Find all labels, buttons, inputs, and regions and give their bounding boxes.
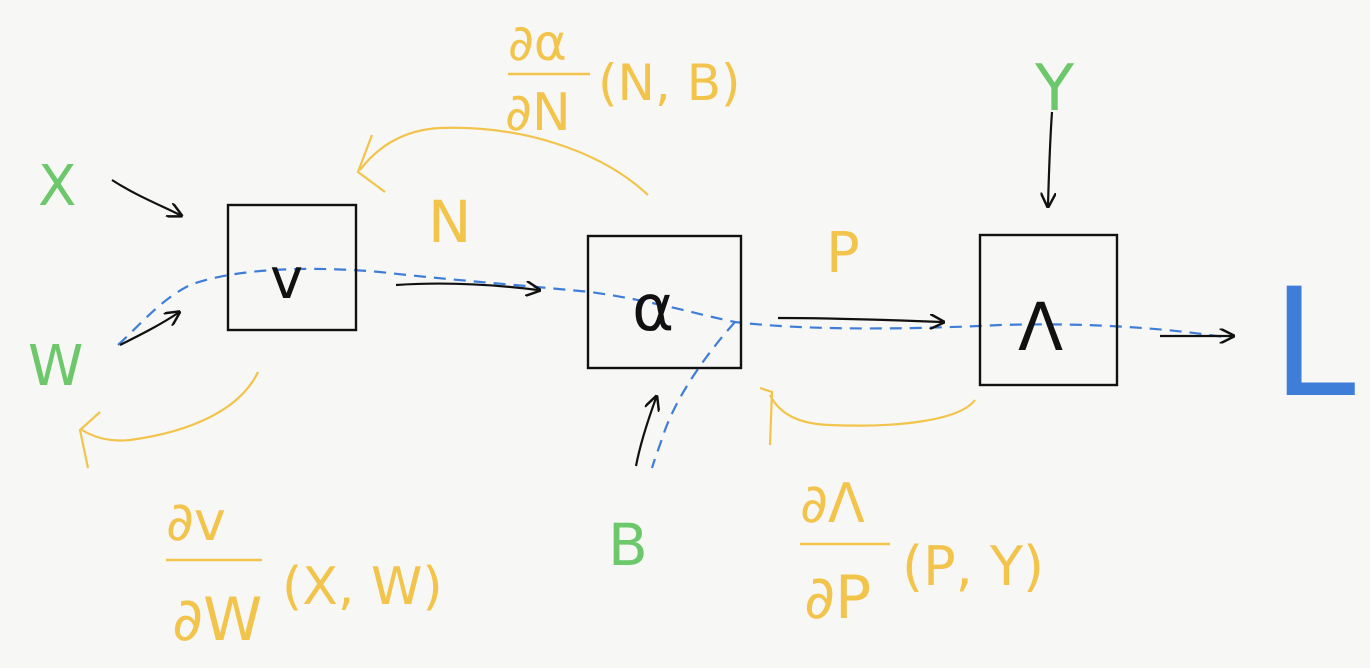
- input-y-label: Y: [1034, 52, 1075, 126]
- output-l-label: L: [1272, 257, 1356, 431]
- backward-arrow-p: [769, 394, 976, 427]
- arrow-w-to-v: [119, 313, 178, 346]
- backward-arrow-p-head: [759, 386, 774, 446]
- node-alpha-box: [586, 234, 743, 370]
- node-lambda-label: Λ: [1018, 289, 1063, 366]
- node-alpha-label: α: [632, 272, 674, 346]
- edge-n-label: N: [428, 188, 471, 256]
- gradient-flow-path: [117, 267, 1231, 346]
- input-w-label: W: [28, 334, 83, 399]
- grad-dlambda-dp-denominator: ∂P: [804, 563, 871, 633]
- grad-dlambda-dp-args: (P, Y): [902, 535, 1044, 598]
- grad-dalpha-dn-args: (N, B): [598, 54, 741, 112]
- backward-arrow-n: [359, 126, 649, 196]
- gradient-flow-branch-b: [650, 321, 736, 469]
- node-v-box: [226, 203, 358, 332]
- input-x-label: X: [38, 154, 76, 219]
- arrow-y-to-lambda: [1048, 111, 1052, 205]
- node-v-label: v: [270, 247, 303, 312]
- grad-dalpha-dn-denominator: ∂N: [505, 83, 571, 143]
- backward-arrow-w: [81, 371, 259, 442]
- grad-dalpha-dn-numerator: ∂α: [508, 14, 567, 72]
- grad-dv-dw-numerator: ∂v: [166, 490, 226, 553]
- node-lambda-box: [978, 233, 1119, 387]
- edge-p-label: P: [826, 221, 860, 286]
- grad-dv-dw-denominator: ∂W: [172, 585, 262, 655]
- arrow-x-to-v: [111, 179, 180, 215]
- backward-arrow-w-head: [78, 411, 101, 469]
- backward-arrow-n-head: [356, 134, 386, 193]
- grad-dv-dw-args: (X, W): [282, 557, 443, 617]
- grad-dlambda-dp-numerator: ∂Λ: [800, 472, 865, 535]
- arrow-v-to-alpha: [395, 284, 538, 290]
- arrow-b-to-alpha: [634, 398, 656, 467]
- arrow-alpha-to-lambda: [777, 318, 942, 322]
- input-b-label: B: [608, 511, 648, 579]
